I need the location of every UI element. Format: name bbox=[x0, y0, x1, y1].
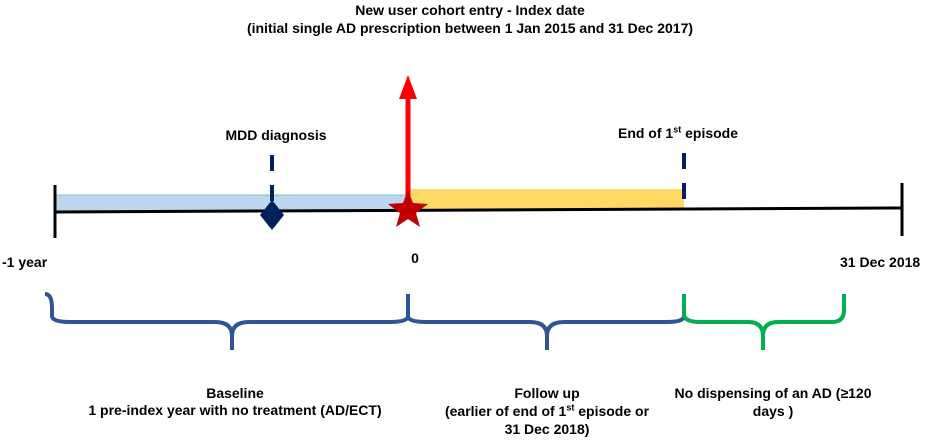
axis-zero-label: 0 bbox=[411, 250, 419, 266]
end-episode-label-suffix: episode bbox=[681, 125, 739, 141]
no-dispensing-line2: days ) bbox=[752, 403, 794, 419]
followup-line2-sup: st bbox=[566, 402, 575, 413]
baseline-bar bbox=[54, 194, 409, 212]
timeline-axis bbox=[54, 206, 903, 214]
index-arrow-head bbox=[399, 75, 417, 99]
followup-line2-prefix: (earlier of end of 1 bbox=[444, 403, 567, 419]
baseline-brace bbox=[44, 292, 410, 350]
index-date-title: New user cohort entry - Index date bbox=[355, 2, 585, 18]
followup-description-line3: 31 Dec 2018) bbox=[504, 421, 590, 437]
followup-brace bbox=[406, 294, 686, 350]
baseline-title: Baseline bbox=[206, 385, 264, 401]
mdd-diagnosis-label: MDD diagnosis bbox=[225, 127, 327, 143]
index-date-subtitle: (initial single AD prescription between … bbox=[246, 20, 694, 36]
followup-line2-suffix: episode or bbox=[574, 403, 650, 419]
followup-bar bbox=[408, 189, 684, 210]
followup-description-line2: (earlier of end of 1st episode or bbox=[445, 403, 649, 420]
index-star-icon bbox=[388, 190, 428, 227]
axis-end-label: 31 Dec 2018 bbox=[840, 254, 921, 270]
no-dispensing-brace bbox=[682, 294, 846, 350]
end-episode-label-prefix: End of 1 bbox=[617, 125, 674, 141]
end-episode-label-sup: st bbox=[673, 124, 682, 135]
followup-title: Follow up bbox=[514, 385, 580, 401]
no-dispensing-line1: No dispensing of an AD (≥120 bbox=[674, 385, 872, 401]
end-episode-label: End of 1st episode bbox=[618, 125, 738, 142]
mdd-diamond-icon bbox=[260, 200, 284, 230]
baseline-description: 1 pre-index year with no treatment (AD/E… bbox=[88, 402, 382, 418]
axis-start-label: -1 year bbox=[2, 254, 48, 270]
